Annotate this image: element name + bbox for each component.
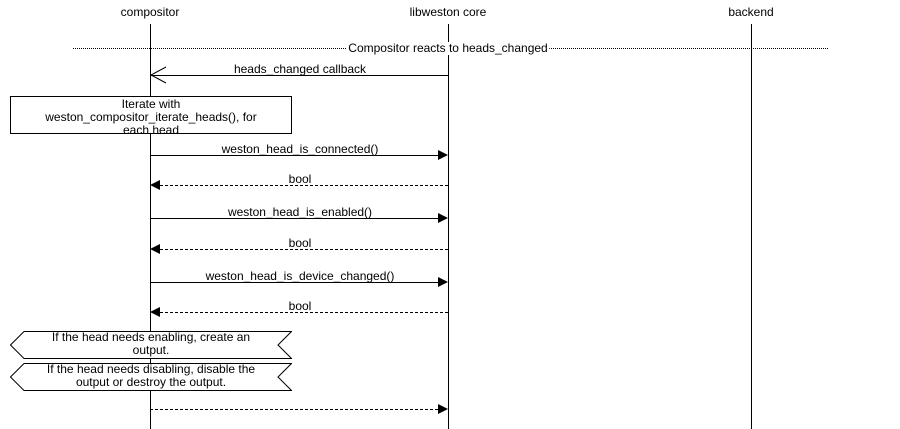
message-label-weston-head-is-enabled: weston_head_is_enabled() <box>227 205 373 219</box>
message-line-weston-head-is-enabled <box>150 218 438 219</box>
arrowhead-bool-3 <box>150 307 160 317</box>
message-label-bool-3: bool <box>288 299 312 313</box>
message-label-bool-2: bool <box>288 236 312 250</box>
message-line-heads-changed-callback <box>150 75 448 76</box>
hexagon-shape-disable-head <box>10 363 292 391</box>
message-label-weston-head-is-device-changed: weston_head_is_device_changed() <box>205 269 395 283</box>
arrowhead-weston-head-is-connected <box>438 150 448 160</box>
message-line-weston-head-is-connected <box>150 155 438 156</box>
message-label-bool-1: bool <box>288 172 312 186</box>
message-line-bool-2 <box>160 249 448 250</box>
condition-enable-head: If the head needs enabling, create an ou… <box>10 331 292 359</box>
hexagon-shape-enable-head <box>10 331 292 359</box>
arrowhead-weston-head-is-device-changed <box>438 277 448 287</box>
lifeline-compositor <box>150 24 151 429</box>
condition-disable-head: If the head needs disabling, disable the… <box>10 363 292 391</box>
arrowhead-open-heads-changed-callback <box>149 66 168 89</box>
lifeline-libweston-core <box>448 24 449 429</box>
arrowhead-bool-2 <box>150 244 160 254</box>
participant-label-compositor: compositor <box>120 5 180 19</box>
section-divider-label: Compositor reacts to heads_changed <box>346 41 550 55</box>
message-line-weston-head-is-device-changed <box>150 282 438 283</box>
arrowhead-final-return <box>438 404 448 414</box>
participant-label-backend: backend <box>728 5 774 19</box>
message-line-bool-3 <box>160 312 448 313</box>
participant-label-libweston-core: libweston core <box>409 5 487 19</box>
condition-text-enable-head: If the head needs enabling, create an ou… <box>51 330 251 357</box>
note-iterate-heads: Iterate with weston_compositor_iterate_h… <box>10 96 292 137</box>
arrowhead-bool-1 <box>150 180 160 190</box>
lifeline-backend <box>751 24 752 429</box>
message-label-heads-changed-callback: heads_changed callback <box>233 62 367 76</box>
condition-text-disable-head: If the head needs disabling, disable the… <box>46 362 256 389</box>
arrowhead-weston-head-is-enabled <box>438 213 448 223</box>
message-label-weston-head-is-connected: weston_head_is_connected() <box>221 142 379 156</box>
message-line-final-return <box>150 409 438 410</box>
message-line-bool-1 <box>160 185 448 186</box>
